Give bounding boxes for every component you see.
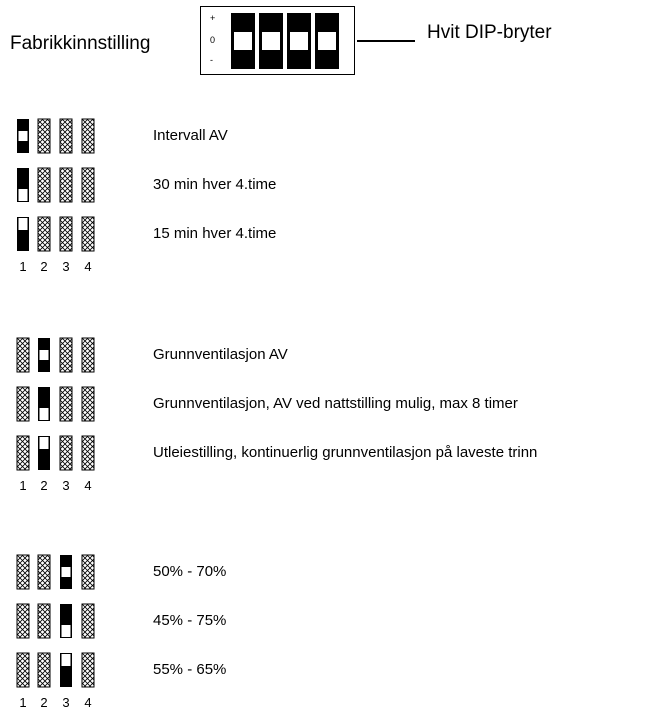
hatched-switch bbox=[81, 167, 95, 203]
hatched-switch bbox=[16, 435, 30, 471]
switch-number-4: 4 bbox=[84, 695, 92, 710]
switch-number-3: 3 bbox=[62, 478, 70, 493]
switch-number-4: 4 bbox=[84, 259, 92, 274]
dip-switch-row bbox=[16, 386, 95, 422]
switch-number-4: 4 bbox=[84, 478, 92, 493]
hatched-switch bbox=[37, 118, 51, 154]
switch-number-2: 2 bbox=[40, 259, 48, 274]
switch-number-2: 2 bbox=[40, 695, 48, 710]
hatched-switch bbox=[16, 386, 30, 422]
hatched-switch bbox=[81, 652, 95, 688]
hatched-switch bbox=[37, 216, 51, 252]
hatched-switch bbox=[59, 167, 73, 203]
factory-dip-switch-box: + 0 - bbox=[200, 6, 355, 75]
dip-switch-row bbox=[17, 167, 95, 203]
hatched-switch bbox=[59, 435, 73, 471]
factory-switch-1 bbox=[231, 13, 255, 69]
factory-switches bbox=[231, 13, 339, 69]
plus-symbol: + bbox=[210, 13, 216, 23]
hatched-switch bbox=[16, 652, 30, 688]
hatched-switch bbox=[81, 216, 95, 252]
switch-number-1: 1 bbox=[19, 695, 27, 710]
switch-number-3: 3 bbox=[62, 695, 70, 710]
dip-switch-row bbox=[16, 652, 95, 688]
dip-switch-row bbox=[16, 435, 95, 471]
active-switch-up bbox=[60, 604, 72, 638]
leader-line bbox=[357, 40, 415, 42]
hatched-switch bbox=[81, 386, 95, 422]
hatched-switch bbox=[37, 554, 51, 590]
active-switch-middle bbox=[38, 338, 50, 372]
hatched-switch bbox=[37, 652, 51, 688]
hatched-switch bbox=[81, 554, 95, 590]
minus-symbol: - bbox=[210, 55, 213, 65]
active-switch-middle bbox=[17, 119, 29, 153]
switch-number-1: 1 bbox=[19, 259, 27, 274]
factory-switch-3 bbox=[287, 13, 311, 69]
setting-description: Grunnventilasjon, AV ved nattstilling mu… bbox=[153, 395, 518, 412]
setting-description: 50% - 70% bbox=[153, 563, 227, 580]
factory-switch-4 bbox=[315, 13, 339, 69]
setting-description: 15 min hver 4.time bbox=[153, 225, 277, 242]
switch-number-2: 2 bbox=[40, 478, 48, 493]
white-dip-switch-label: Hvit DIP-bryter bbox=[427, 22, 552, 43]
hatched-switch bbox=[16, 554, 30, 590]
hatched-switch bbox=[81, 603, 95, 639]
setting-description: 55% - 65% bbox=[153, 661, 227, 678]
factory-setting-label: Fabrikkinnstilling bbox=[10, 33, 151, 54]
hatched-switch bbox=[81, 435, 95, 471]
switch-number-3: 3 bbox=[62, 259, 70, 274]
dip-switch-row bbox=[16, 603, 95, 639]
dip-switch-row bbox=[16, 337, 95, 373]
active-switch-down bbox=[17, 217, 29, 251]
active-switch-middle bbox=[60, 555, 72, 589]
dip-switch-row bbox=[17, 118, 95, 154]
zero-symbol: 0 bbox=[210, 35, 216, 45]
hatched-switch bbox=[16, 337, 30, 373]
setting-description: 30 min hver 4.time bbox=[153, 176, 277, 193]
hatched-switch bbox=[59, 216, 73, 252]
active-switch-up bbox=[17, 168, 29, 202]
dip-switch-row bbox=[17, 216, 95, 252]
hatched-switch bbox=[81, 337, 95, 373]
setting-description: 45% - 75% bbox=[153, 612, 227, 629]
active-switch-down bbox=[60, 653, 72, 687]
hatched-switch bbox=[59, 386, 73, 422]
setting-description: Intervall AV bbox=[153, 127, 228, 144]
active-switch-down bbox=[38, 436, 50, 470]
hatched-switch bbox=[16, 603, 30, 639]
hatched-switch bbox=[59, 118, 73, 154]
setting-description: Utleiestilling, kontinuerlig grunnventil… bbox=[153, 444, 538, 461]
setting-description: Grunnventilasjon AV bbox=[153, 346, 288, 363]
active-switch-up bbox=[38, 387, 50, 421]
factory-switch-2 bbox=[259, 13, 283, 69]
switch-number-1: 1 bbox=[19, 478, 27, 493]
hatched-switch bbox=[37, 167, 51, 203]
hatched-switch bbox=[81, 118, 95, 154]
dip-switch-row bbox=[16, 554, 95, 590]
hatched-switch bbox=[37, 603, 51, 639]
hatched-switch bbox=[59, 337, 73, 373]
